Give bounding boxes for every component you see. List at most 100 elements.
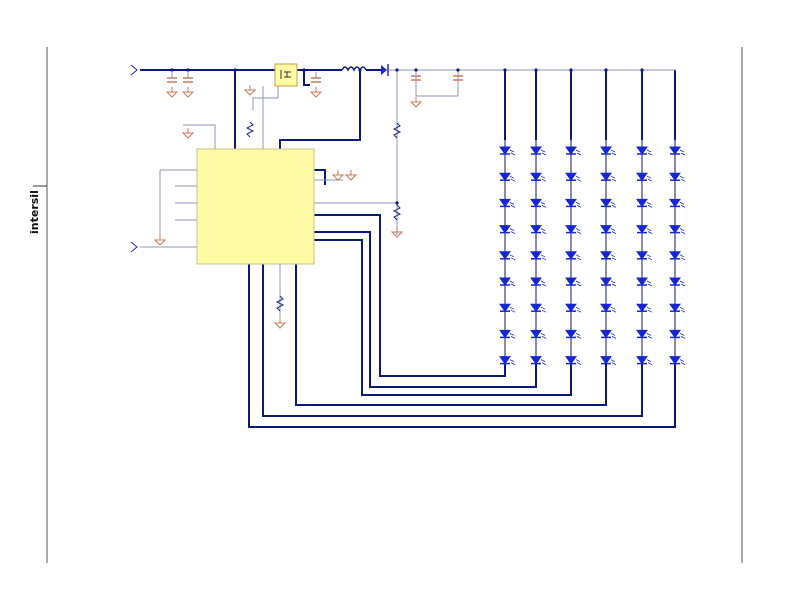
led-6-6 (669, 277, 686, 287)
resistor-set (275, 295, 285, 312)
led-5-5 (636, 251, 653, 261)
led-body (636, 146, 648, 155)
led-emission-arrows (646, 228, 653, 234)
led-body (669, 251, 681, 260)
led-emission-arrows (610, 306, 617, 313)
led-emission-arrows (540, 306, 547, 313)
led-emission-arrows (679, 149, 686, 156)
led-2-3 (530, 198, 547, 208)
led-1-3 (499, 198, 516, 208)
led-channel-return-6 (248, 264, 676, 428)
junction-dot-12 (604, 68, 608, 72)
led-1-8 (499, 329, 516, 339)
led-body (530, 329, 542, 339)
led-emission-arrows (509, 359, 516, 365)
led-emission-arrows (509, 254, 516, 261)
led-channel-return-1 (314, 231, 537, 388)
junction-dot-3 (233, 68, 237, 72)
led-emission-arrows (679, 254, 686, 261)
led-emission-arrows (610, 254, 617, 261)
led-4-1 (600, 146, 617, 156)
led-emission-arrows (646, 359, 653, 365)
led-3-4 (565, 225, 582, 234)
ground-left (153, 239, 167, 246)
led-body (669, 303, 681, 313)
led-emission-arrows (540, 228, 547, 234)
led-5-4 (636, 225, 653, 234)
led-body (600, 146, 612, 155)
resistor-sense (245, 121, 255, 138)
led-2-2 (530, 172, 547, 182)
led-body (636, 277, 648, 286)
output-cap-loop (415, 70, 459, 97)
thin-wiring (140, 69, 676, 318)
led-emission-arrows (646, 280, 653, 287)
junction-dot-5 (358, 68, 362, 72)
led-emission-arrows (679, 228, 686, 234)
led-channel-return-5 (262, 264, 643, 417)
controller-ic (196, 148, 315, 265)
led-channel-return-3 (314, 214, 506, 377)
led-emission-arrows (509, 149, 516, 156)
switch-node (303, 70, 310, 86)
led-emission-arrows (610, 333, 617, 339)
led-body (565, 225, 577, 234)
led-5-1 (636, 146, 653, 156)
led-body (565, 277, 577, 286)
led-2-6 (530, 277, 547, 287)
led-body (499, 198, 511, 208)
led-body (600, 303, 612, 313)
led-body (669, 356, 681, 365)
led-body (565, 251, 577, 260)
led-body (565, 198, 577, 208)
led-4-7 (600, 303, 617, 313)
sense-line (252, 86, 279, 110)
led-emission-arrows (679, 306, 686, 313)
led-emission-arrows (509, 306, 516, 313)
led-emission-arrows (646, 202, 653, 208)
junction-dot-2 (186, 68, 190, 72)
led-emission-arrows (610, 202, 617, 208)
led-2-1 (530, 146, 547, 156)
led-5-2 (636, 172, 653, 182)
led-emission-arrows (610, 149, 617, 156)
led-emission-arrows (679, 333, 686, 339)
led-emission-arrows (575, 333, 582, 339)
junction-dot-13 (640, 68, 644, 72)
junction-dot-14 (395, 201, 399, 205)
led-6-5 (669, 251, 686, 261)
led-body (669, 172, 681, 182)
led-emission-arrows (610, 228, 617, 234)
led-body (669, 198, 681, 208)
junction-dot-11 (569, 68, 573, 72)
junction-dot-1 (170, 68, 174, 72)
led-6-3 (669, 198, 686, 208)
led-4-3 (600, 198, 617, 208)
led-channel-return-2 (314, 239, 572, 396)
mosfet-symbol (280, 70, 291, 79)
led-emission-arrows (540, 149, 547, 156)
ground-input-cap-1 (165, 91, 179, 98)
input-arrow-vin (130, 64, 138, 76)
ground-sense (243, 89, 257, 96)
led-3-7 (565, 303, 582, 313)
led-3-5 (565, 251, 582, 261)
led-emission-arrows (575, 359, 582, 365)
led-body (499, 146, 511, 155)
led-body (669, 225, 681, 234)
led-body (565, 356, 577, 365)
ground-input-cap-2 (181, 91, 195, 98)
led-body (600, 356, 612, 365)
led-3-8 (565, 329, 582, 339)
ground-comp (181, 132, 195, 139)
ground-ic-2 (344, 174, 358, 181)
junction-dot-9 (503, 68, 507, 72)
led-1-1 (499, 146, 516, 156)
led-2-4 (530, 225, 547, 234)
led-body (600, 329, 612, 339)
led-emission-arrows (540, 175, 547, 182)
led-body (636, 329, 648, 339)
junction-dot-10 (534, 68, 538, 72)
feedback-wire (279, 70, 361, 149)
